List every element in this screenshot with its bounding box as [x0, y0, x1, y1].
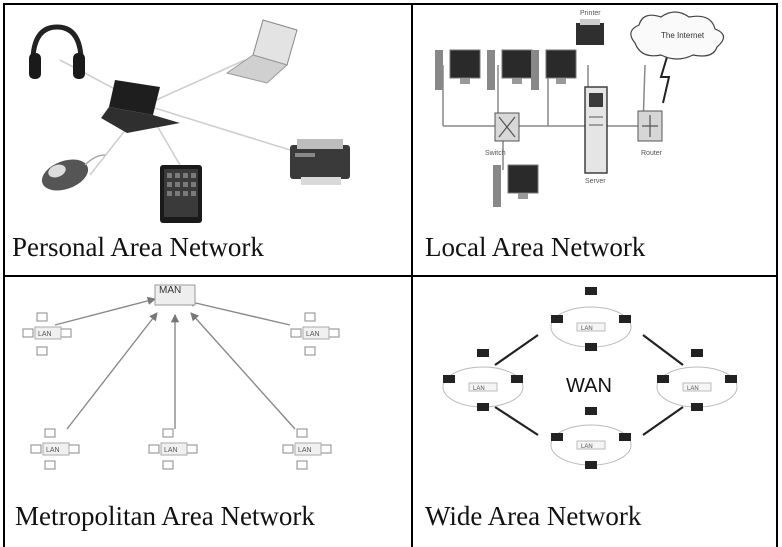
caption-personal-area-network: Personal Area Network — [12, 232, 264, 262]
lightning-icon — [659, 56, 671, 104]
table-border-left — [3, 3, 5, 547]
cell-personal-area-network: Personal Area Network — [5, 5, 411, 275]
lan-label: LAN — [164, 447, 178, 454]
table-border-center — [411, 3, 413, 547]
lan-diagram: Switch Printer Server Router — [435, 10, 725, 207]
lan-ring-icon — [442, 349, 524, 411]
lan-label: LAN — [46, 447, 60, 454]
printer-icon — [290, 139, 350, 185]
cell-metropolitan-area-network: MAN LAN LAN — [5, 277, 411, 547]
table-border-top — [3, 3, 778, 5]
table-border-middle — [3, 275, 778, 277]
pan-diagram — [29, 19, 350, 223]
computer-icon — [531, 49, 577, 90]
lan-cluster-icon — [290, 312, 340, 356]
cell-wide-area-network: WAN LAN LAN — [413, 277, 776, 547]
lan-cluster-icon — [148, 428, 198, 470]
computer-icon — [487, 49, 533, 90]
caption-local-area-network: Local Area Network — [425, 232, 646, 262]
lan-ring-icon — [550, 407, 632, 469]
server-label: Server — [585, 178, 606, 185]
computer-icon — [493, 164, 539, 207]
lan-cluster-icon — [30, 428, 80, 470]
cell-local-area-network: Switch Printer Server Router — [413, 5, 776, 275]
printer-label: Printer — [580, 10, 601, 17]
lan-label: LAN — [306, 331, 320, 338]
lan-ring-icon — [550, 287, 632, 351]
lan-label: LAN — [38, 331, 52, 338]
wan-diagram: WAN LAN LAN — [442, 287, 738, 469]
server-icon — [584, 86, 608, 174]
man-hub-icon — [154, 284, 196, 306]
lan-label: LAN — [581, 444, 593, 450]
lan-label: LAN — [298, 447, 312, 454]
printer-icon — [576, 19, 604, 45]
cloud-icon — [630, 11, 725, 60]
caption-metropolitan-area-network: Metropolitan Area Network — [15, 501, 315, 531]
cloud-label: The Internet — [661, 31, 705, 40]
table-border-right — [776, 3, 778, 547]
lan-label: LAN — [687, 386, 699, 392]
headphones-icon — [29, 24, 85, 79]
caption-wide-area-network: Wide Area Network — [425, 501, 642, 531]
router-icon — [637, 110, 663, 142]
man-hub-label: MAN — [159, 285, 181, 296]
lan-cluster-icon — [22, 312, 72, 356]
laptop-center-icon — [101, 80, 180, 133]
router-label: Router — [641, 150, 663, 157]
tablet-icon — [160, 165, 202, 223]
computer-icon — [435, 49, 481, 90]
mouse-icon — [41, 154, 106, 191]
man-diagram: MAN LAN LAN — [22, 284, 340, 470]
switch-label: Switch — [485, 150, 506, 157]
lan-label: LAN — [581, 326, 593, 332]
lan-cluster-icon — [282, 428, 332, 470]
wan-label: WAN — [566, 375, 612, 397]
lan-ring-icon — [656, 349, 738, 411]
lan-label: LAN — [473, 386, 485, 392]
switch-icon — [494, 112, 520, 142]
laptop-icon — [225, 19, 298, 84]
